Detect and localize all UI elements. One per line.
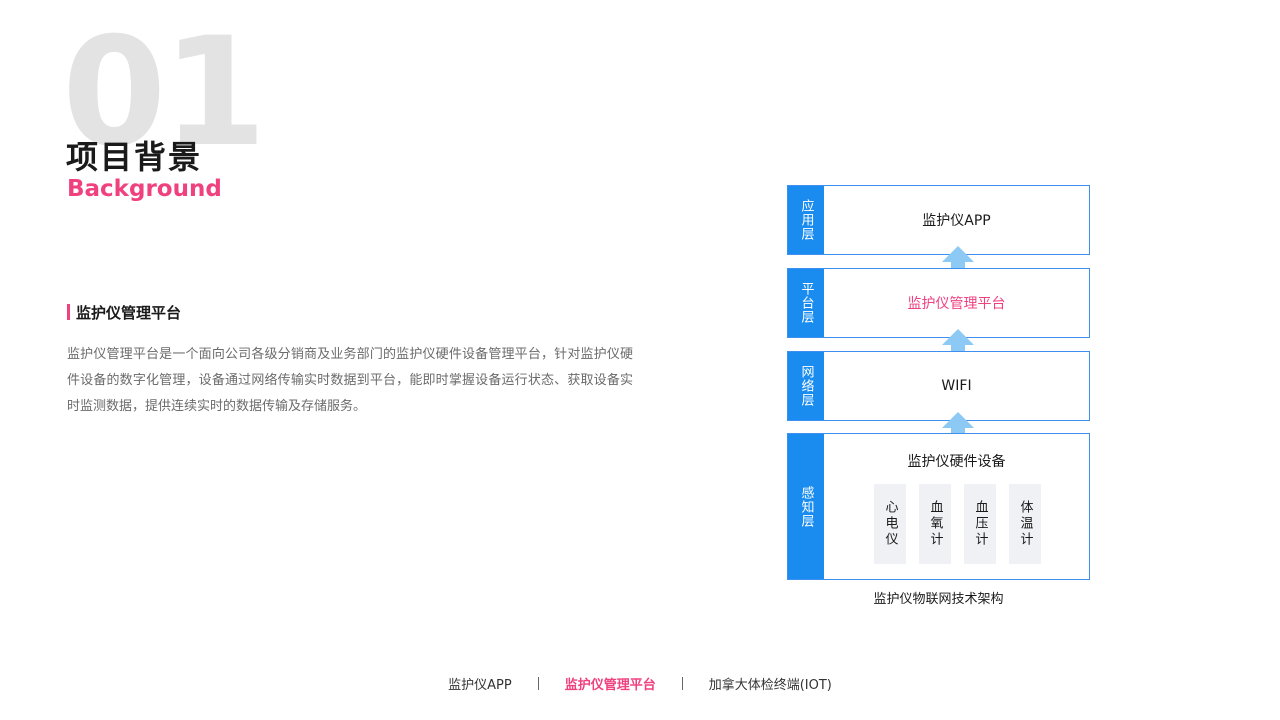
layer-content-network: WIFI: [941, 378, 972, 394]
device-label: 心电仪: [882, 500, 898, 548]
layer-content-perception: 监护仪硬件设备: [907, 454, 1006, 470]
nav-divider: [537, 677, 539, 690]
section-description: 监护仪管理平台是一个面向公司各级分销商及业务部门的监护仪硬件设备管理平台，针对监…: [67, 347, 633, 414]
page-title: 项目背景: [66, 138, 203, 176]
layer-tag-perception: 感知层: [788, 434, 824, 579]
layer-content-platform: 监护仪管理平台: [907, 296, 1006, 312]
diagram-caption: 监护仪物联网技术架构: [873, 592, 1004, 607]
layer-tag-label: 感知层: [798, 485, 814, 528]
nav-item-app[interactable]: 监护仪APP: [448, 678, 512, 693]
layer-tag-label: 网络层: [798, 365, 814, 407]
nav-divider: [681, 677, 683, 690]
layer-platform: 平台层 监护仪管理平台: [787, 268, 1090, 338]
section-title-bar: [67, 304, 70, 320]
device-blood-pressure: 血压计: [964, 484, 996, 564]
layer-tag-label: 平台层: [798, 282, 814, 324]
arrow-up-icon: [942, 246, 974, 278]
device-oximeter: 血氧计: [919, 484, 951, 564]
layer-tag-network: 网络层: [788, 352, 824, 420]
device-ecg: 心电仪: [874, 484, 906, 564]
nav-item-platform[interactable]: 监护仪管理平台: [564, 678, 656, 693]
layer-content-application: 监护仪APP: [922, 213, 991, 229]
section-number: 01: [62, 6, 267, 180]
arrow-up-icon: [942, 329, 974, 361]
page-subtitle: Background: [67, 176, 222, 202]
layer-tag-label: 应用层: [798, 199, 814, 241]
bottom-nav: 监护仪APP 监护仪管理平台 加拿大体检终端(IOT): [0, 674, 1280, 693]
arrow-up-icon: [942, 412, 974, 444]
device-thermometer: 体温计: [1009, 484, 1041, 564]
device-label: 血氧计: [927, 500, 943, 548]
layer-perception: 感知层 监护仪硬件设备 心电仪 血氧计 血压计 体温计: [787, 433, 1090, 580]
device-label: 血压计: [972, 500, 988, 548]
nav-item-iot-terminal[interactable]: 加拿大体检终端(IOT): [708, 678, 832, 693]
device-label: 体温计: [1017, 500, 1033, 548]
section-title: 监护仪管理平台: [76, 304, 182, 322]
layer-network: 网络层 WIFI: [787, 351, 1090, 421]
device-list: 心电仪 血氧计 血压计 体温计: [874, 484, 1041, 564]
layer-tag-platform: 平台层: [788, 269, 824, 337]
layer-tag-application: 应用层: [788, 186, 824, 254]
layer-application: 应用层 监护仪APP: [787, 185, 1090, 255]
